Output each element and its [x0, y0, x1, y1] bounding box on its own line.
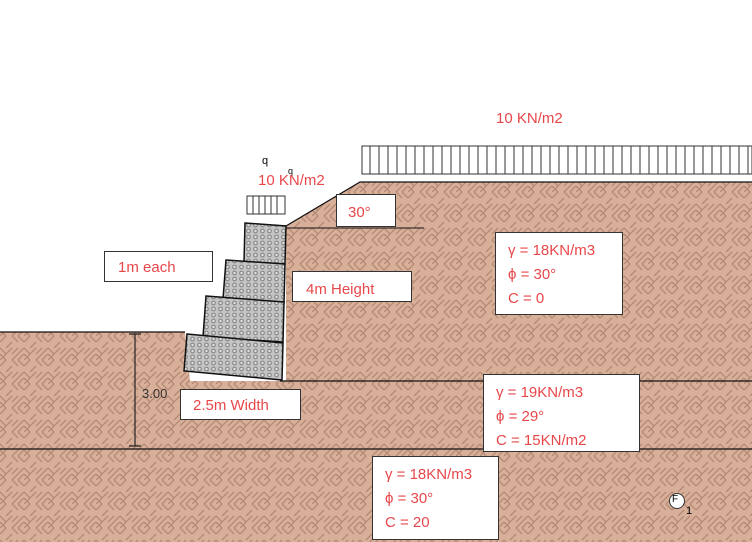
slope-angle-box: 30° [336, 194, 396, 227]
gabion-block-1 [243, 222, 287, 265]
soil-layer-3-gamma: γ = 18KN/m3 [385, 466, 473, 483]
gabion-block-4 [183, 333, 284, 381]
gabion-block-3 [202, 295, 285, 343]
surcharge-load-bar [361, 145, 752, 175]
wall-height-label: 4m Height [306, 281, 375, 298]
node-marker-label: F [672, 494, 679, 505]
soil-layer-2-gamma: γ = 19KN/m3 [496, 384, 584, 401]
soil-layer-3-cohesion: C = 20 [385, 514, 430, 531]
soil-layer-2-cohesion: C = 15KN/m2 [496, 432, 587, 449]
soil-layer-2-properties: γ = 19KN/m3 ϕ = 29° C = 15KN/m2 [483, 374, 640, 452]
soil-layer-1-gamma: γ = 18KN/m3 [508, 242, 596, 259]
slope-angle-label: 30° [348, 204, 371, 221]
soil-layer-3-properties: γ = 18KN/m3 ϕ = 30° C = 20 [372, 456, 499, 540]
base-width-label: 2.5m Width [193, 397, 269, 414]
soil-layer-3-phi: ϕ = 30° [385, 490, 434, 507]
wall-height-box: 4m Height [292, 271, 412, 302]
surcharge-symbol-label-2: q [288, 166, 294, 176]
gabion-course-box: 1m each [104, 251, 213, 282]
backfill-surface-line [285, 181, 752, 227]
surcharge-symbol-label: q [262, 155, 269, 167]
soil-layer-1-properties: γ = 18KN/m3 ϕ = 30° C = 0 [495, 232, 623, 315]
soil-layer-1-phi: ϕ = 30° [508, 266, 557, 283]
surcharge-right-label: 10 KN/m2 [496, 110, 563, 127]
node-marker-circle [669, 493, 685, 509]
small-surcharge-bar [246, 195, 286, 215]
gabion-course-label: 1m each [118, 259, 176, 276]
base-width-box: 2.5m Width [180, 389, 301, 420]
soil-layer-1-cohesion: C = 0 [508, 290, 545, 307]
gabion-wall [183, 222, 287, 381]
gabion-block-2 [222, 259, 286, 304]
soil-layer-2-phi: ϕ = 29° [496, 408, 545, 425]
node-index-label: 1 [686, 505, 693, 517]
depth-dimension-label: 3.00 [142, 386, 168, 401]
depth-dimension-line [129, 333, 141, 447]
surcharge-left-label: 10 KN/m2 [258, 172, 325, 189]
